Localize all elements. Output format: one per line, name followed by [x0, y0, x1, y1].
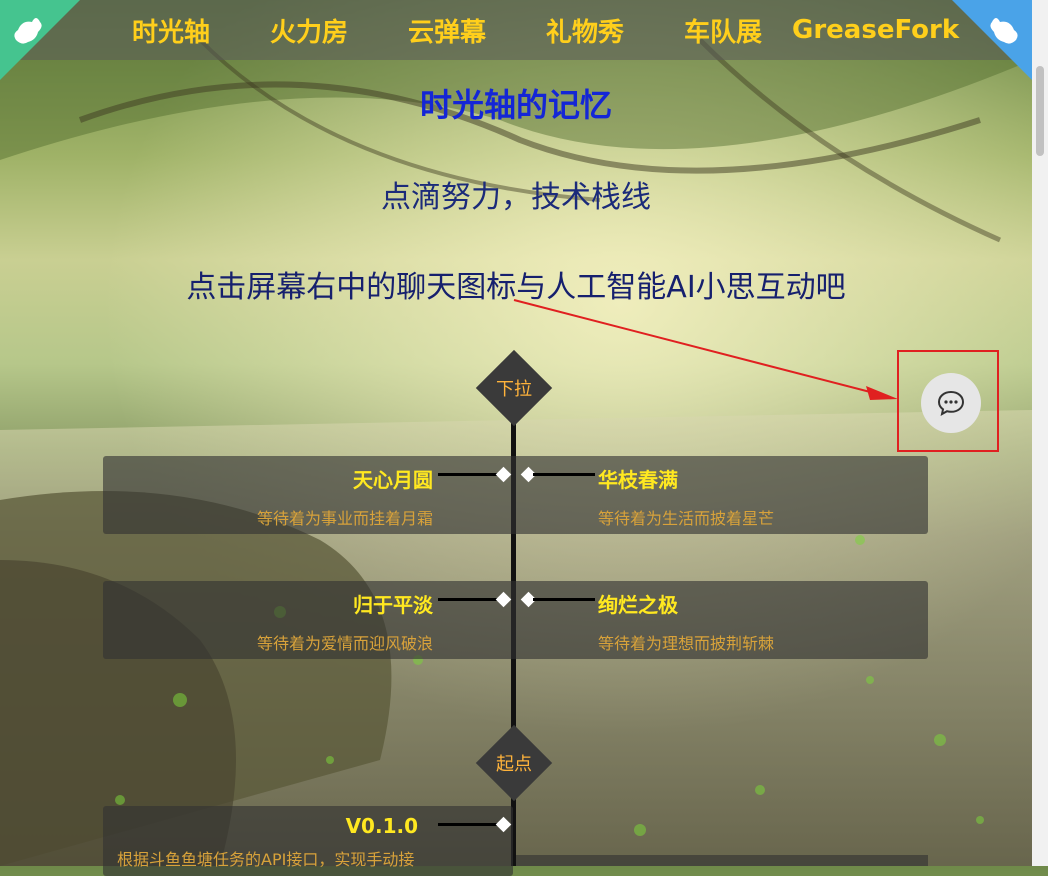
top-navigation: 时光轴 火力房 云弹幕 礼物秀 车队展 GreaseFork — [0, 0, 1032, 60]
timeline-item-title: 归于平淡 — [353, 593, 433, 617]
timeline-marker-pulldown[interactable]: 下拉 — [474, 348, 554, 428]
chat-bubble-icon — [937, 390, 965, 416]
github-corner-right-icon[interactable] — [952, 0, 1032, 80]
page-subtitle: 点滴努力，技术栈线 — [381, 180, 651, 215]
chat-hint-text: 点击屏幕右中的聊天图标与人工智能AI小思互动吧 — [186, 270, 846, 305]
nav-item-timeline[interactable]: 时光轴 — [131, 17, 210, 48]
marker-label: 下拉 — [496, 379, 532, 400]
chat-button[interactable] — [921, 373, 981, 433]
chat-highlight-box — [897, 350, 999, 452]
timeline-row: 天心月圆 等待着为事业而挂着月霜 华枝春满 等待着为生活而披着星芒 — [103, 456, 928, 534]
timeline-item-desc: 等待着为事业而挂着月霜 — [256, 509, 433, 528]
timeline-node — [495, 466, 512, 483]
nav-item-gift-show[interactable]: 礼物秀 — [545, 17, 624, 48]
nav-item-cloud-danmaku[interactable]: 云弹幕 — [407, 17, 486, 48]
version-title: V0.1.0 — [345, 814, 418, 838]
timeline-item-desc: 等待着为理想而披荆斩棘 — [598, 634, 775, 653]
page-scrollbar[interactable] — [1032, 0, 1048, 866]
timeline-row-right-partial — [516, 855, 928, 866]
timeline-node — [495, 816, 512, 833]
github-corner-left-icon[interactable] — [0, 0, 80, 80]
version-desc: 根据斗鱼鱼塘任务的API接口，实现手动接 — [117, 850, 415, 869]
timeline-item-title: 华枝春满 — [598, 468, 678, 492]
timeline-row: 归于平淡 等待着为爱情而迎风破浪 绚烂之极 等待着为理想而披荆斩棘 — [103, 581, 928, 659]
scrollbar-thumb[interactable] — [1036, 66, 1044, 156]
timeline-node — [495, 591, 512, 608]
nav-item-firepower-room[interactable]: 火力房 — [269, 17, 348, 48]
timeline-item-desc: 等待着为爱情而迎风破浪 — [256, 634, 433, 653]
nav-item-greasefork[interactable]: GreaseFork — [792, 15, 960, 45]
page-title: 时光轴的记忆 — [419, 86, 612, 124]
marker-label: 起点 — [496, 754, 532, 775]
timeline-item-title: 天心月圆 — [353, 468, 433, 492]
timeline-row-version: V0.1.0 根据斗鱼鱼塘任务的API接口，实现手动接 — [103, 806, 513, 876]
timeline-marker-origin: 起点 — [474, 723, 554, 803]
timeline-item-title: 绚烂之极 — [598, 593, 678, 617]
timeline-item-desc: 等待着为生活而披着星芒 — [598, 509, 775, 528]
nav-item-fleet-show[interactable]: 车队展 — [683, 17, 762, 48]
